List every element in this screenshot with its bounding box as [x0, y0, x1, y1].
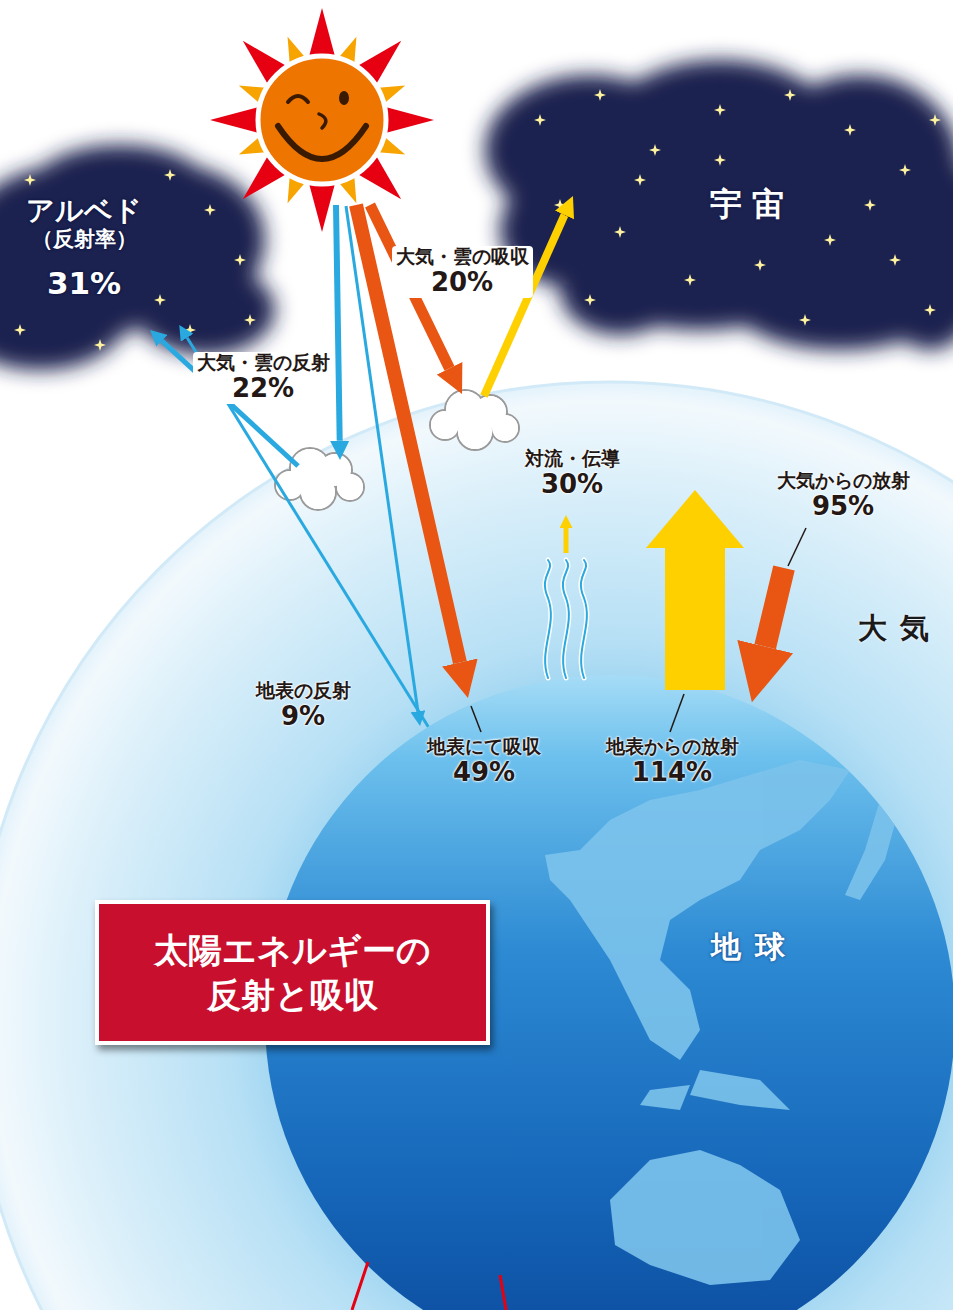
atmosphere-band-shape: [0, 380, 953, 1310]
earth-label: 地球: [711, 930, 800, 965]
text-line: 大気: [858, 612, 942, 645]
text-holder: 大気からの放射 95%: [643, 470, 953, 522]
text-line: 95%: [777, 492, 910, 522]
text-holder: 宇宙: [452, 186, 953, 223]
text-line: 地表からの放射: [606, 736, 739, 758]
stars: [14, 89, 941, 351]
text-holder: 地表の反射 9%: [103, 680, 503, 732]
sun: [210, 8, 434, 232]
reflection-arrow: [187, 338, 428, 727]
text-line: 114%: [606, 758, 739, 788]
text-holder: 大気・雲の反射 22%: [63, 352, 463, 404]
leader-lines: [471, 528, 806, 732]
text-line: 20%: [396, 268, 529, 298]
flow-label: 大気からの放射 95%: [777, 470, 910, 522]
text-holder: 大気: [600, 612, 953, 645]
text-holder: アルベド （反射率）: [0, 195, 384, 251]
text-line: 49%: [427, 758, 541, 788]
text-line: 大気からの放射: [777, 470, 910, 492]
red-lines: [352, 1262, 506, 1310]
energy-arrows: [162, 205, 784, 711]
space-cloud: 宇宙: [470, 60, 953, 350]
flow-label: 対流・伝導 30%: [525, 448, 620, 500]
text-holder: 31%: [0, 266, 384, 302]
text-holder: 対流・伝導 30%: [372, 448, 772, 500]
text-line: 9%: [256, 702, 351, 732]
flow-label: 地表にて吸収 49%: [427, 736, 541, 788]
flow-label: 大気・雲の吸収 20%: [392, 246, 533, 298]
text-line: 31%: [47, 266, 121, 302]
text-line: 22%: [197, 374, 330, 404]
text-line: 地球: [711, 930, 800, 965]
atmosphere-label: 大気: [858, 612, 942, 645]
small-cloud: [275, 448, 364, 510]
text-line: 対流・伝導: [525, 448, 620, 470]
space-label: 宇宙: [710, 186, 793, 223]
title-box: 太陽エネルギーの 反射と吸収: [95, 900, 490, 1045]
text-line: 大気・雲の吸収: [396, 246, 529, 268]
text-holder: 大気・雲の吸収 20%: [262, 246, 662, 298]
albedo-heading: アルベド （反射率）: [26, 195, 142, 251]
edge-label: 地表の反射 9%: [256, 680, 351, 732]
text-line: 地表の反射: [256, 680, 351, 702]
text-line: 宇宙: [710, 186, 793, 223]
atmosphere-band: 地球 大気: [0, 380, 953, 1310]
text-holder: 地球: [455, 930, 953, 965]
text-line: 太陽エネルギーの: [154, 928, 431, 972]
text-line: 地表にて吸収: [427, 736, 541, 758]
text-line: 反射と吸収: [154, 973, 431, 1017]
albedo-cloud: アルベド （反射率） 31%: [0, 150, 250, 325]
flow-label: 大気・雲の反射 22%: [193, 352, 334, 404]
albedo-value: 31%: [47, 266, 121, 302]
flow-label: 地表からの放射 114%: [606, 736, 739, 788]
text-line: 30%: [525, 470, 620, 500]
text-line: アルベド: [26, 195, 142, 227]
continents: [545, 760, 900, 1285]
text-line: 大気・雲の反射: [197, 352, 330, 374]
diagram-title: 太陽エネルギーの 反射と吸収: [154, 928, 431, 1016]
small-cloud: [430, 390, 519, 450]
text-line: （反射率）: [26, 227, 142, 251]
